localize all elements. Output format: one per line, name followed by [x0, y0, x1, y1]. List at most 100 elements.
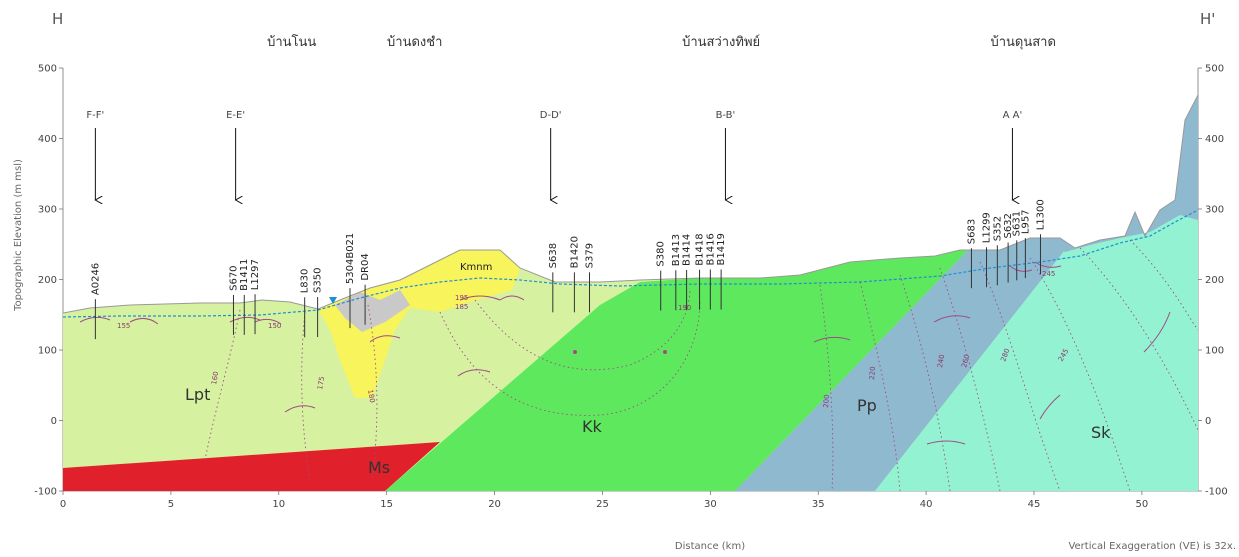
unit-label-sk: Sk [1091, 423, 1111, 442]
contour-label: 180 [366, 389, 376, 404]
unit-gray-lens [335, 290, 410, 332]
geology-layers [63, 94, 1198, 491]
unit-label-pp: Pp [857, 396, 877, 415]
contour-label: 175 [316, 376, 326, 391]
section-marker-label: B-B' [716, 110, 736, 121]
well-label: S670 [228, 265, 239, 290]
water-table-line [63, 209, 1198, 318]
y-tick-label: 500 [38, 64, 57, 75]
contour-label: 185 [455, 303, 468, 311]
well-label: L1299 [982, 212, 993, 243]
unit-kmnm-area [318, 250, 520, 398]
unit-pp-area [735, 238, 1065, 491]
y-tick-label: 200 [38, 275, 57, 286]
y-axis-title: Topographic Elevation (m msl) [13, 159, 24, 312]
well-label: B1414 [682, 234, 693, 266]
well-label: B1413 [671, 234, 682, 266]
x-tick-label: 0 [60, 499, 66, 510]
y-tick-label: 0 [51, 416, 57, 427]
y-tick-label: 100 [38, 346, 57, 357]
village-name: บ้านสว่างทิพย์ [682, 34, 760, 50]
well-label: S632 [1003, 213, 1014, 238]
section-marker-label: F-F' [86, 110, 104, 121]
x-tick-label: 35 [812, 499, 825, 510]
well-label: S350 [313, 268, 324, 293]
y-tick-label: -100 [34, 487, 57, 498]
unit-label-kmnm: Kmnm [460, 262, 492, 273]
contour-label: 160 [210, 371, 220, 386]
village-name: บ้านดงชำ [387, 35, 442, 50]
y-tick-label-right: 100 [1205, 346, 1224, 357]
x-tick-label: 10 [272, 499, 285, 510]
section-markers: F-F' E-E' D-D' B-B' A A' [86, 110, 1022, 200]
well-label: B1420 [569, 236, 580, 268]
village-labels: บ้านโนน บ้านดงชำ บ้านสว่างทิพย์ บ้านดุนสาด [267, 34, 1056, 50]
y-tick-label-right: 400 [1205, 134, 1224, 145]
village-name: บ้านดุนสาด [990, 35, 1055, 50]
y-tick-label-right: 200 [1205, 275, 1224, 286]
well-label: L830 [300, 269, 311, 294]
unit-ms-area [63, 442, 440, 491]
x-tick-label: 45 [1028, 499, 1041, 510]
contour-label: 245 [1042, 270, 1055, 278]
contour-label: 150 [268, 322, 281, 330]
unit-label-kk: Kk [582, 417, 602, 436]
y-tick-label: 300 [38, 205, 57, 216]
x-ticks: 0 5 10 15 20 25 30 35 40 45 50 [60, 491, 1148, 510]
well-label: S631 [1012, 211, 1023, 236]
section-marker-label: A A' [1003, 110, 1023, 121]
well-label: B1411 [239, 259, 250, 291]
y-tick-label: 400 [38, 134, 57, 145]
contour-label: 155 [117, 322, 130, 330]
contour-label: 190 [678, 304, 691, 312]
x-tick-label: 30 [704, 499, 717, 510]
well-label: L1300 [1035, 199, 1046, 230]
section-start-label: H [52, 10, 63, 28]
section-end-label: H' [1200, 10, 1215, 28]
section-marker-label: E-E' [226, 110, 245, 121]
well-label: L957 [1020, 209, 1031, 234]
well-label: S380 [656, 241, 667, 266]
well-label: B1419 [716, 233, 727, 265]
y-tick-label-right: 500 [1205, 64, 1224, 75]
x-tick-label: 20 [488, 499, 501, 510]
point-marker [573, 350, 577, 354]
unit-label-ms: Ms [368, 458, 390, 477]
y-ticks-right: -100 0 100 200 300 400 500 [1198, 64, 1228, 498]
x-tick-label: 25 [596, 499, 609, 510]
contour-label: 240 [936, 354, 946, 369]
x-axis-title: Distance (km) [675, 541, 745, 552]
x-tick-label: 50 [1136, 499, 1149, 510]
water-level-icon [329, 297, 337, 304]
y-tick-label-right: 0 [1205, 416, 1211, 427]
y-ticks-left: -100 0 100 200 300 400 500 [34, 64, 63, 498]
well-label: S683 [966, 219, 977, 244]
village-name: บ้านโนน [267, 34, 316, 50]
flow-net-contours [204, 239, 1198, 491]
unit-label-lpt: Lpt [185, 385, 210, 404]
contour-label: 260 [960, 354, 971, 369]
well-label: L1297 [250, 259, 261, 290]
y-tick-label-right: -100 [1205, 487, 1228, 498]
well-label: S638 [548, 243, 559, 268]
well-label: DR04 [360, 253, 371, 280]
contour-label: 200 [822, 394, 831, 408]
x-tick-label: 5 [168, 499, 174, 510]
x-tick-label: 40 [920, 499, 933, 510]
unit-sk-area [875, 95, 1198, 491]
unit-kk-area [385, 250, 968, 491]
contour-label: 195 [455, 294, 468, 302]
well-label: B1416 [705, 233, 716, 265]
section-marker-label: D-D' [540, 110, 562, 121]
contour-label: 220 [868, 366, 877, 380]
well-label: S352 [992, 216, 1003, 241]
well-label: S379 [585, 243, 596, 268]
x-tick-label: 15 [380, 499, 393, 510]
contour-value-labels: 155 150 160 175 180 185 190 195 200 220 … [117, 270, 1070, 408]
y-tick-label-right: 300 [1205, 205, 1224, 216]
well-label: A0246 [90, 263, 101, 295]
point-marker [663, 350, 667, 354]
well-label: 5304B021 [345, 233, 356, 284]
